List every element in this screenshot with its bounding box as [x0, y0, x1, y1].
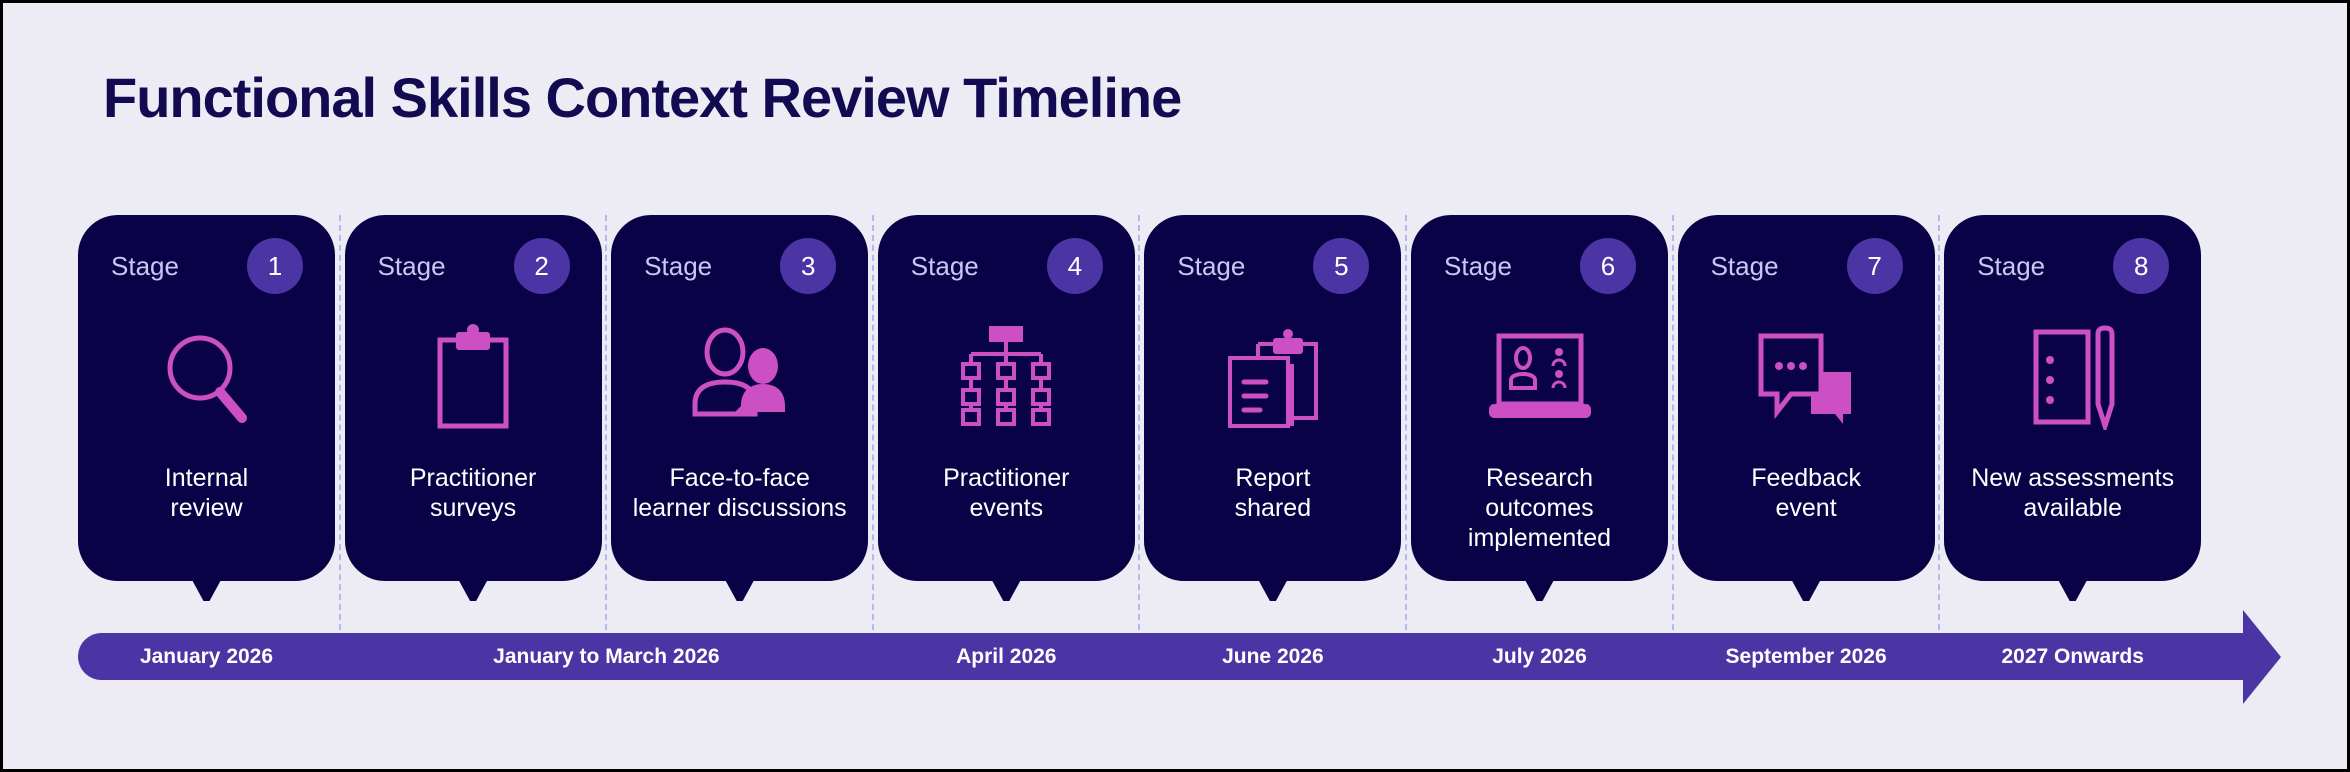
stage-label: Stage: [111, 251, 179, 281]
card-pointer: [1524, 579, 1555, 601]
card-pointer: [2057, 579, 2088, 601]
card-pointer: [458, 579, 489, 601]
timeline-date-label: April 2026: [956, 645, 1057, 668]
stage-description: Internal review: [164, 464, 249, 522]
stage-card-1: Stage 1 Internal review: [78, 215, 335, 601]
timeline-date-label: September 2026: [1725, 645, 1887, 668]
stage-card-7: Stage 7 Feedback event: [1677, 215, 1935, 601]
clipboard-icon: [437, 324, 509, 429]
stage-number-badge: 6: [1580, 238, 1636, 294]
stage-divider: [1671, 215, 1674, 680]
report-icon: [1227, 329, 1318, 428]
stage-number-badge: 7: [1846, 238, 1903, 294]
timeline-bar: [78, 633, 2248, 680]
stage-description: Practitioner surveys: [409, 464, 537, 522]
stage-card-5: Stage 5 Report shared: [1144, 215, 1402, 601]
timeline-date-label: January to March 2026: [493, 645, 720, 668]
timeline-arrow-icon: [2243, 610, 2281, 704]
stage-card-3: Stage 3 Face-to-face learner discussions: [611, 215, 869, 601]
stage-description: Face-to-face learner discussions: [632, 464, 847, 522]
stage-number-badge: 3: [780, 238, 837, 294]
stage-card-8: Stage 8 New assessments available: [1944, 215, 2202, 601]
page-title: Functional Skills Context Review Timelin…: [103, 66, 1182, 129]
timeline-date-label: June 2026: [1222, 645, 1324, 668]
stage-label: Stage: [1977, 251, 2046, 281]
stage-divider: [1938, 215, 1941, 680]
magnifier-icon: [167, 335, 247, 423]
stage-label: Stage: [644, 251, 713, 281]
timeline-date-label: 2027 Onwards: [2001, 645, 2144, 668]
notebook-pencil-icon: [2033, 325, 2115, 430]
stage-number-badge: 8: [2113, 238, 2170, 294]
stage-description: Practitioner events: [943, 464, 1070, 522]
card-pointer: [1791, 579, 1822, 601]
stage-number-badge: 5: [1313, 238, 1370, 294]
people-icon: [692, 327, 785, 417]
stage-divider: [1138, 215, 1141, 680]
stage-number-badge: 4: [1046, 238, 1103, 294]
stage-description: Report shared: [1234, 464, 1312, 522]
hierarchy-icon: [961, 326, 1052, 426]
card-pointer: [724, 579, 755, 601]
stage-label: Stage: [1710, 251, 1779, 281]
timeline-date-label: January 2026: [139, 645, 274, 668]
stage-divider: [338, 215, 341, 680]
stage-divider: [1405, 215, 1407, 680]
stage-label: Stage: [1177, 251, 1246, 281]
chat-icon: [1758, 333, 1852, 424]
video-call-icon: [1488, 333, 1591, 418]
stage-divider: [605, 215, 608, 680]
stage-description: Research outcomes implemented: [1467, 464, 1612, 552]
card-pointer: [991, 579, 1022, 601]
stage-card-2: Stage 2 Practitioner surveys: [344, 215, 602, 601]
stage-number-badge: 2: [513, 238, 570, 294]
stage-label: Stage: [910, 251, 979, 281]
stage-description: New assessments available: [1971, 464, 2175, 522]
stage-card-6: Stage 6 Research outcomes implemented: [1411, 215, 1668, 601]
stage-number-badge: 1: [247, 238, 303, 294]
card-pointer: [1257, 579, 1288, 601]
timeline-date-label: July 2026: [1492, 645, 1587, 668]
stage-description: Feedback event: [1751, 464, 1861, 522]
card-pointer: [191, 579, 222, 601]
stage-label: Stage: [377, 251, 446, 281]
stage-divider: [871, 215, 874, 680]
stage-card-4: Stage 4 Practitioner events: [877, 215, 1135, 601]
stage-label: Stage: [1444, 251, 1512, 281]
